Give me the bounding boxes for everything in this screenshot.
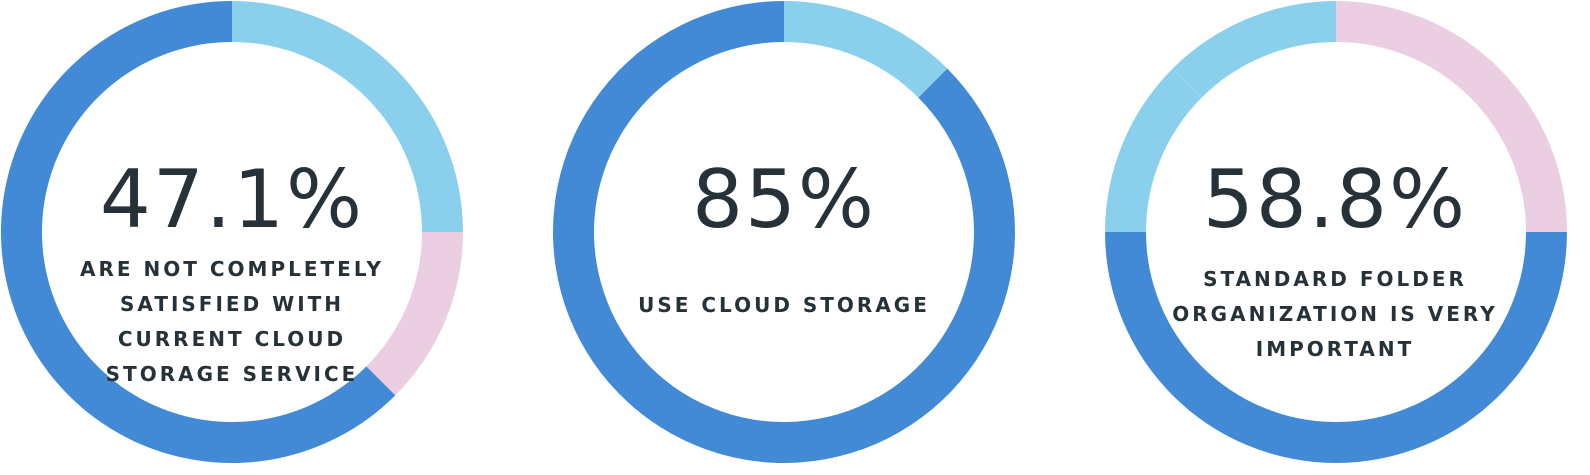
- chart-3-slice-1: [1172, 1, 1336, 98]
- chart-3-value-label: 58.8%: [1202, 153, 1468, 246]
- chart-2-caption-line: USE CLOUD STORAGE: [638, 293, 930, 317]
- chart-1-slice-3: [0, 1, 396, 463]
- chart-3-caption-line: ORGANIZATION IS VERY: [1172, 302, 1498, 326]
- chart-2-center: 85% USE CLOUD STORAGE: [614, 160, 954, 323]
- chart-1-caption-line: SATISFIED WITH: [119, 292, 345, 316]
- chart-1-value-label: 47.1%: [99, 153, 365, 246]
- chart-3-center: 58.8% STANDARD FOLDER ORGANIZATION IS VE…: [1165, 160, 1505, 367]
- chart-1-caption-line: ARE NOT COMPLETELY: [80, 257, 384, 281]
- chart-3-slice-4: [1105, 68, 1202, 233]
- chart-3-slice-2: [1336, 1, 1567, 232]
- chart-2-slice-1: [784, 1, 948, 98]
- chart-1-caption: ARE NOT COMPLETELY SATISFIED WITH CURREN…: [62, 252, 402, 392]
- chart-3-caption-line: IMPORTANT: [1255, 337, 1415, 361]
- chart-1-caption-line: STORAGE SERVICE: [105, 362, 359, 386]
- chart-1-center: 47.1% ARE NOT COMPLETELY SATISFIED WITH …: [62, 160, 402, 392]
- chart-1-slice-2: [366, 232, 463, 396]
- chart-3-slice-3: [1105, 232, 1567, 463]
- chart-2-value-label: 85%: [692, 153, 876, 246]
- chart-1-caption-line: CURRENT CLOUD: [117, 327, 347, 351]
- chart-2-caption: USE CLOUD STORAGE: [614, 288, 954, 323]
- chart-3-caption-line: STANDARD FOLDER: [1203, 267, 1467, 291]
- chart-1-slice-1: [232, 1, 463, 232]
- chart-3-caption: STANDARD FOLDER ORGANIZATION IS VERY IMP…: [1165, 262, 1505, 367]
